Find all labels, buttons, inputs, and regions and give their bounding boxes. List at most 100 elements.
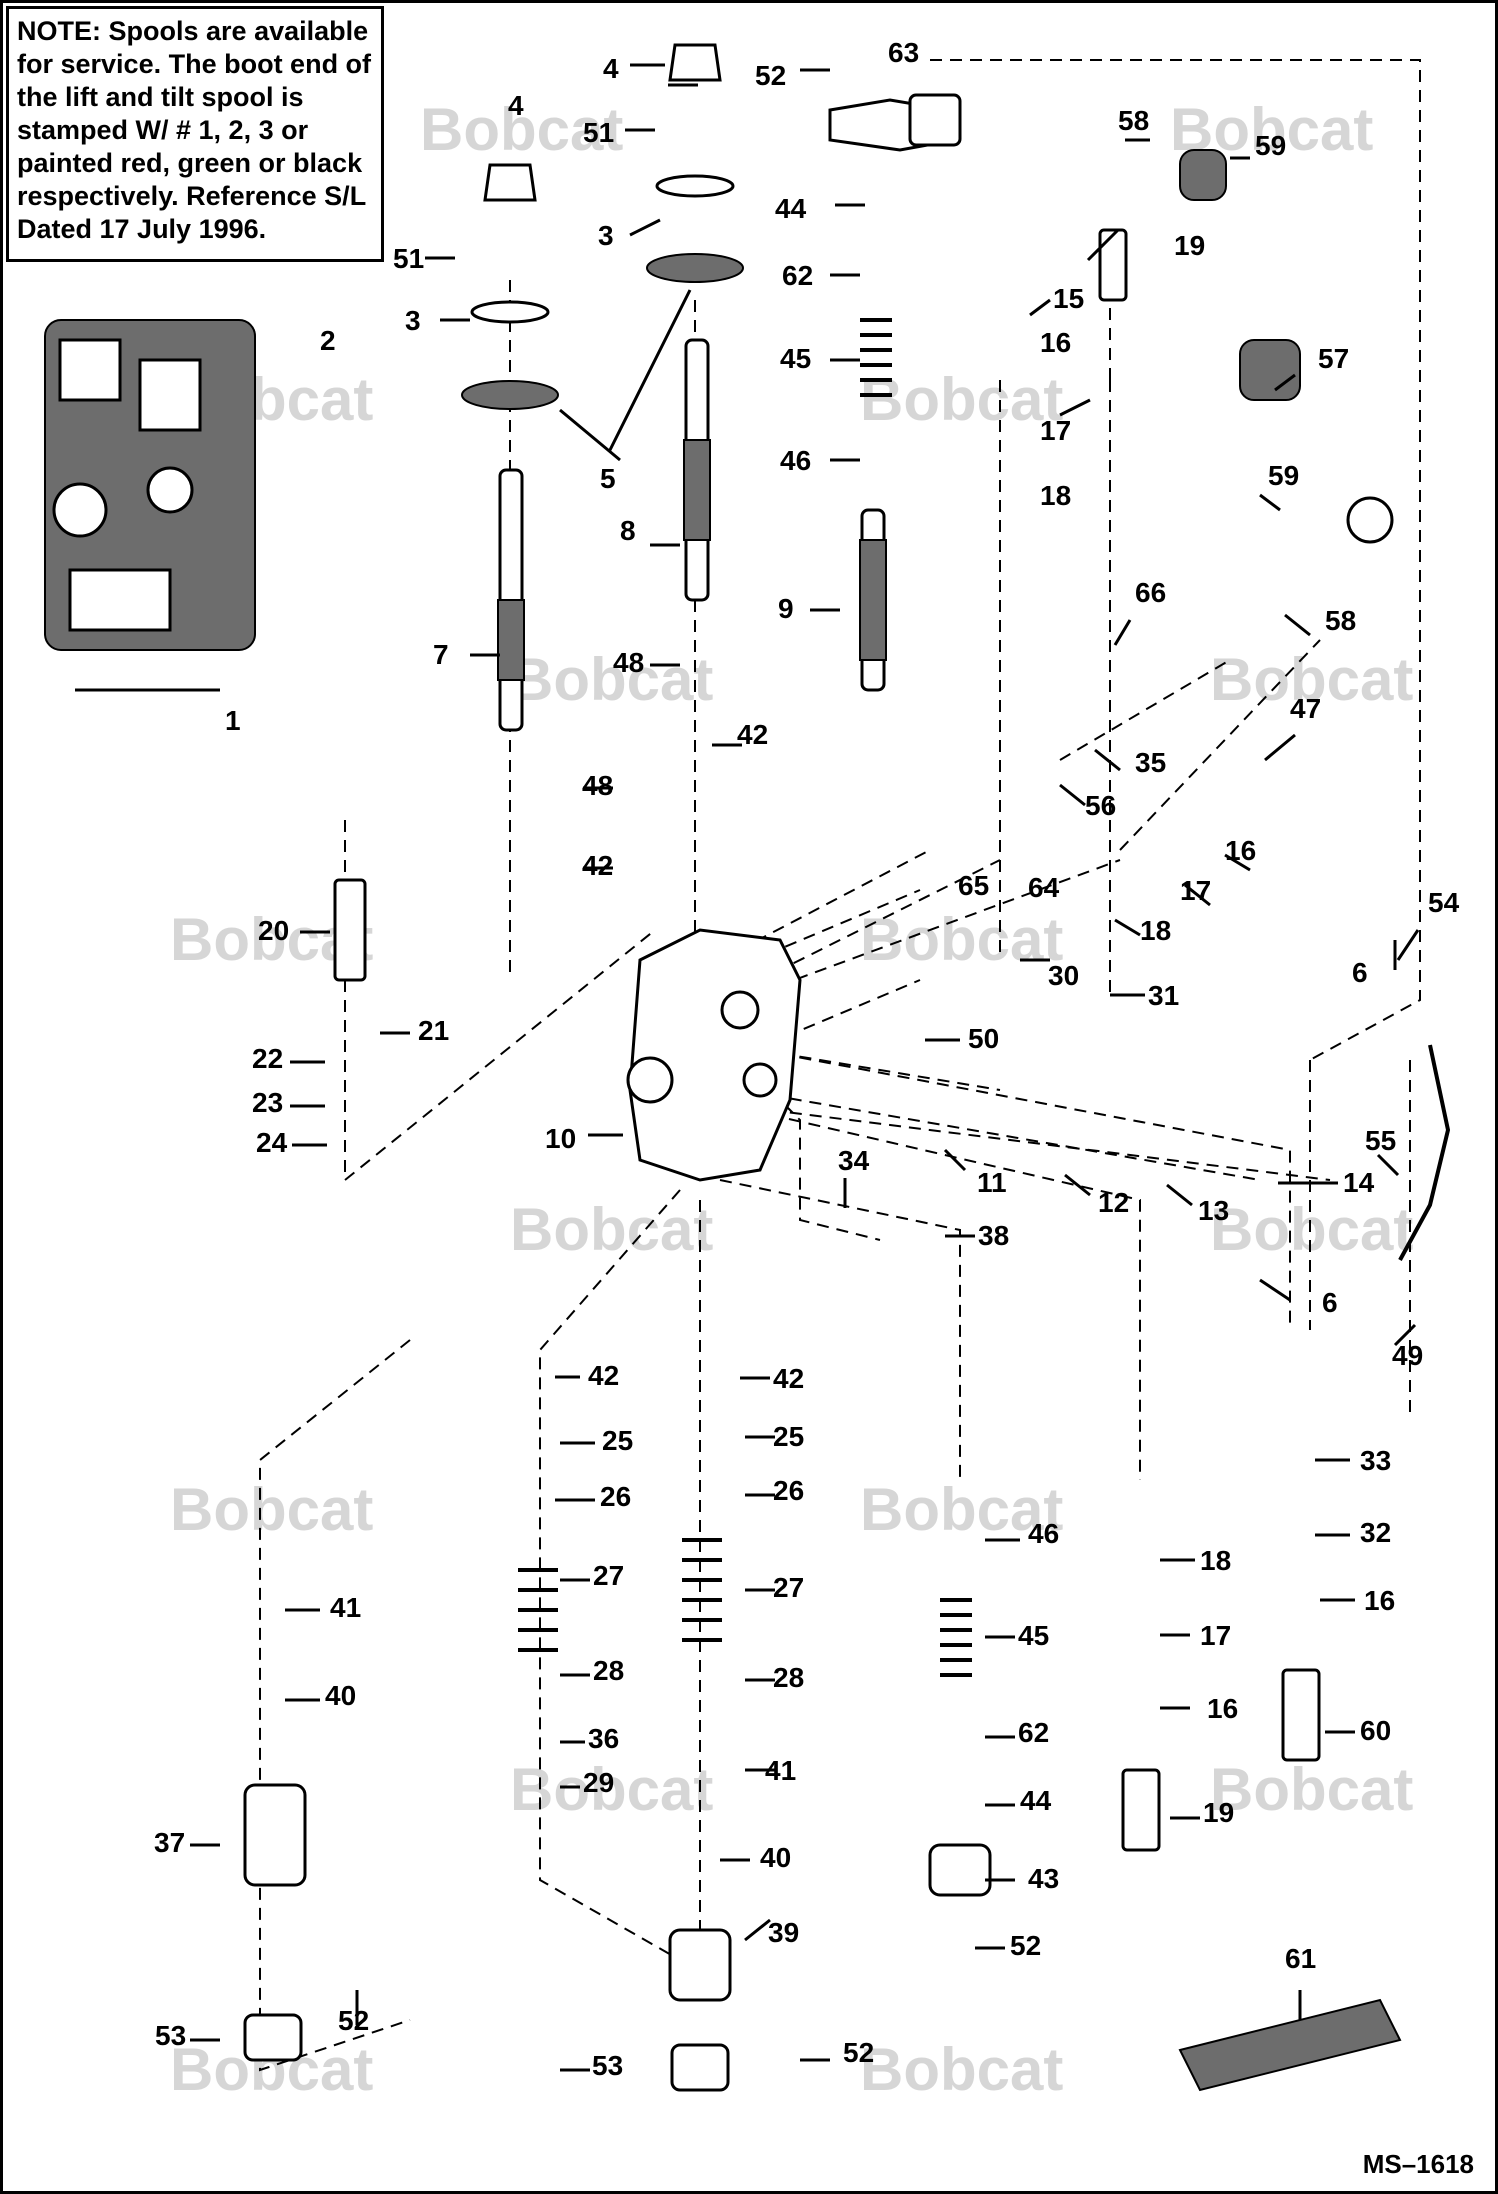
callout-35: 35 — [1135, 747, 1166, 778]
callout-47: 47 — [1290, 693, 1321, 724]
callout-43: 43 — [1028, 1863, 1059, 1894]
drawing-code: MS–1618 — [1362, 2149, 1474, 2179]
callout-16: 16 — [1225, 835, 1256, 866]
callout-53: 53 — [155, 2020, 186, 2051]
callout-21: 21 — [418, 1015, 449, 1046]
callout-28: 28 — [773, 1662, 804, 1693]
note-text: Spools are available for service. The bo… — [17, 16, 372, 244]
callout-17: 17 — [1040, 415, 1071, 446]
callout-6: 6 — [1322, 1287, 1338, 1318]
callout-31: 31 — [1148, 980, 1179, 1011]
callout-36: 36 — [588, 1723, 619, 1754]
callout-51: 51 — [583, 117, 614, 148]
callout-48: 48 — [582, 770, 613, 801]
callout-44: 44 — [1020, 1785, 1052, 1816]
callout-8: 8 — [620, 515, 636, 546]
watermark-text: Bobcat — [860, 366, 1063, 433]
callout-50: 50 — [968, 1023, 999, 1054]
callout-5: 5 — [600, 463, 616, 494]
callout-19: 19 — [1174, 230, 1205, 261]
watermark-text: Bobcat — [420, 96, 623, 163]
callout-32: 32 — [1360, 1517, 1391, 1548]
callout-33: 33 — [1360, 1445, 1391, 1476]
springs — [518, 318, 972, 1677]
callout-44: 44 — [775, 193, 807, 224]
note-label: NOTE: — [17, 16, 101, 46]
watermark-text: Bobcat — [1210, 1196, 1413, 1263]
callout-28: 28 — [593, 1655, 624, 1686]
callout-52: 52 — [843, 2037, 874, 2068]
callout-40: 40 — [325, 1680, 356, 1711]
callout-42: 42 — [737, 719, 768, 750]
valve-assembly-thumbnail — [44, 319, 256, 692]
callout-3: 3 — [405, 305, 421, 336]
callout-58: 58 — [1118, 105, 1149, 136]
watermark-text: Bobcat — [510, 1196, 713, 1263]
callout-20: 20 — [258, 915, 289, 946]
watermark-text: Bobcat — [860, 906, 1063, 973]
service-note: NOTE: Spools are available for service. … — [6, 6, 384, 262]
pad-61 — [1178, 1998, 1402, 2092]
callout-34: 34 — [838, 1145, 870, 1176]
callout-59: 59 — [1255, 130, 1286, 161]
callout-60: 60 — [1360, 1715, 1391, 1746]
callout-54: 54 — [1428, 887, 1460, 918]
callout-66: 66 — [1135, 577, 1166, 608]
callout-18: 18 — [1140, 915, 1171, 946]
tube-55 — [1398, 1044, 1451, 1261]
callout-3: 3 — [598, 220, 614, 251]
callout-11: 11 — [977, 1167, 1007, 1198]
callout-14: 14 — [1343, 1167, 1375, 1198]
watermark-text: Bobcat — [170, 1476, 373, 1543]
callout-26: 26 — [600, 1481, 631, 1512]
callout-48: 48 — [613, 647, 644, 678]
watermark-text: Bobcat — [1210, 646, 1413, 713]
callout-6: 6 — [1352, 957, 1368, 988]
callout-27: 27 — [773, 1572, 804, 1603]
callout-24: 24 — [256, 1127, 288, 1158]
knob-4 — [483, 43, 722, 202]
callout-27: 27 — [593, 1560, 624, 1591]
callout-4: 4 — [603, 53, 619, 84]
watermark-text: Bobcat — [510, 1756, 713, 1823]
solenoids — [1179, 149, 1394, 544]
watermark-text: Bobcat — [860, 1476, 1063, 1543]
callout-42: 42 — [588, 1360, 619, 1391]
callout-39: 39 — [768, 1917, 799, 1948]
callout-45: 45 — [1018, 1620, 1049, 1651]
callout-61: 61 — [1285, 1943, 1316, 1974]
callout-49: 49 — [1392, 1340, 1423, 1371]
callout-52: 52 — [1010, 1930, 1041, 1961]
valve-body-10 — [626, 928, 802, 1182]
watermark-text: Bobcat — [1210, 1756, 1413, 1823]
callout-29: 29 — [583, 1767, 614, 1798]
spool-9 — [859, 508, 887, 692]
callout-42: 42 — [582, 850, 613, 881]
callout-12: 12 — [1098, 1187, 1129, 1218]
callout-18: 18 — [1040, 480, 1071, 511]
leader-lines — [190, 63, 1420, 2072]
callout-64: 64 — [1028, 872, 1060, 903]
callouts-layer: 1 2 3 3 4 4 5 6 6 7 8 9 10 11 12 13 14 1… — [154, 37, 1460, 2081]
callout-42: 42 — [773, 1363, 804, 1394]
cartridges — [333, 228, 1321, 1852]
callout-62: 62 — [782, 260, 813, 291]
callout-9: 9 — [778, 593, 794, 624]
callout-37: 37 — [154, 1827, 185, 1858]
callout-30: 30 — [1048, 960, 1079, 991]
callout-1: 1 — [225, 705, 241, 736]
callout-23: 23 — [252, 1087, 283, 1118]
callout-65: 65 — [958, 870, 989, 901]
callout-41: 41 — [330, 1592, 361, 1623]
callout-13: 13 — [1198, 1195, 1229, 1226]
callout-45: 45 — [780, 343, 811, 374]
callout-2: 2 — [320, 325, 336, 356]
callout-55: 55 — [1365, 1125, 1396, 1156]
callout-17: 17 — [1200, 1620, 1231, 1651]
callout-16: 16 — [1364, 1585, 1395, 1616]
spool-8 — [683, 338, 711, 602]
callout-40: 40 — [760, 1842, 791, 1873]
callout-22: 22 — [252, 1043, 283, 1074]
